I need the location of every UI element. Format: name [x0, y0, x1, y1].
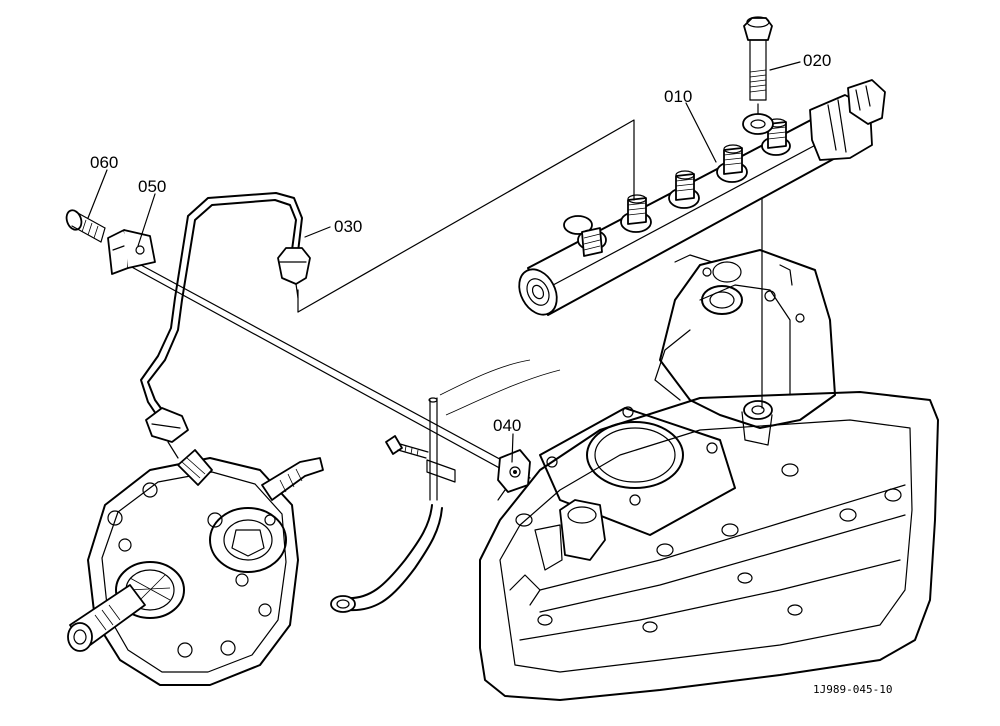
leak-off-pipe — [127, 257, 531, 613]
manifold-boss — [509, 499, 606, 606]
clamp-050 — [107, 229, 156, 275]
rail-outlet-2 — [620, 194, 652, 233]
callout-060: 060 — [90, 153, 118, 172]
callout-010: 010 — [664, 87, 692, 106]
injection-pipe — [140, 192, 311, 459]
drawing-code: 1J989-045-10 — [813, 683, 892, 696]
leader-lines — [87, 61, 801, 463]
callout-050: 050 — [138, 177, 166, 196]
rail-outlet-4 — [716, 144, 748, 183]
clamp-040 — [497, 449, 531, 501]
rail-outlet-5 — [761, 118, 791, 156]
intake-manifold — [479, 249, 939, 701]
rail-mounting-bolt — [743, 16, 773, 409]
callout-labels: 010 020 030 040 050 060 1J989-045-10 — [90, 51, 892, 696]
rail-outlet-1 — [563, 215, 607, 257]
common-rail — [518, 79, 886, 316]
callout-040: 040 — [493, 416, 521, 435]
throttle-flange — [539, 406, 736, 536]
injection-pump — [67, 449, 324, 686]
callout-020: 020 — [803, 51, 831, 70]
callout-030: 030 — [334, 217, 362, 236]
flange-bolt-holes — [515, 463, 902, 633]
manifold-riser — [654, 249, 836, 446]
rail-outlet-3 — [668, 170, 700, 209]
clamp-bolt-060 — [65, 209, 106, 243]
